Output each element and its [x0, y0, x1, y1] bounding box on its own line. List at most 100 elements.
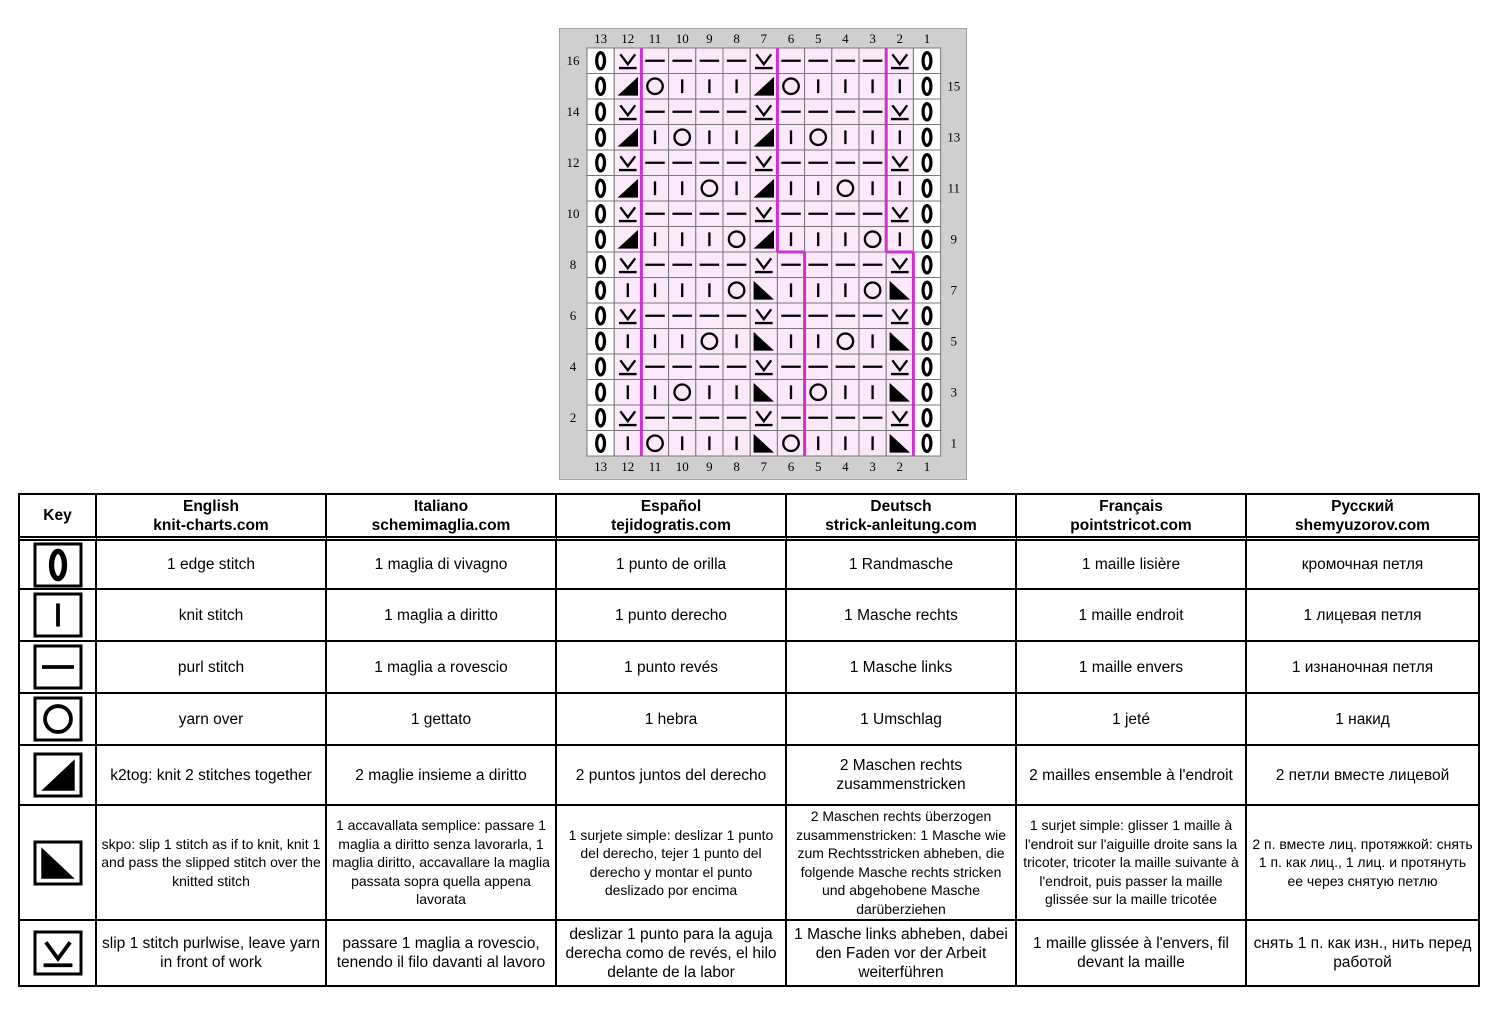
- key-description: 1 maille envers: [1017, 642, 1247, 694]
- chart-cell: [640, 73, 670, 100]
- edge-stitch-icon: [921, 152, 933, 173]
- col-number-top: 1: [924, 31, 931, 46]
- row-number-left: 4: [570, 359, 577, 374]
- chart-cell: [804, 124, 833, 151]
- slip-stitch-icon: [890, 206, 909, 223]
- key-description: 1 maille endroit: [1017, 590, 1247, 642]
- edge-stitch-icon: [595, 356, 607, 377]
- key-symbol-edge: [33, 542, 82, 587]
- yarn-over-icon: [809, 383, 828, 402]
- yarn-over-icon: [646, 77, 664, 96]
- key-symbol-yo: [33, 696, 82, 742]
- edge-stitch-icon: [595, 152, 607, 173]
- key-symbol-slip: [33, 930, 82, 976]
- chart-cell: [885, 353, 914, 380]
- key-symbol-cell: [20, 694, 97, 746]
- key-description: 1 hebra: [557, 694, 787, 746]
- key-description: 1 maglia di vivagno: [327, 541, 557, 590]
- key-description: passare 1 maglia a rovescio, tenendo il …: [327, 921, 557, 985]
- chart-cell: [722, 430, 751, 457]
- slip-stitch-icon: [754, 308, 773, 325]
- key-description: 1 Masche links abheben, dabei den Faden …: [787, 921, 1017, 985]
- chart-cell: [831, 328, 860, 355]
- key-description: 1 punto revés: [557, 642, 787, 694]
- col-number-bottom: 12: [621, 459, 634, 474]
- key-description: 1 Randmasche: [787, 541, 1017, 590]
- k2tog-icon: [617, 229, 639, 249]
- language-site: shemyuzorov.com: [1295, 516, 1430, 534]
- col-number-bottom: 7: [761, 459, 768, 474]
- row-number-left: 10: [567, 206, 580, 221]
- key-symbol-cell: [20, 541, 97, 590]
- yarn-over-icon: [809, 128, 828, 147]
- col-number-bottom: 6: [788, 459, 795, 474]
- col-number-bottom: 3: [869, 459, 876, 474]
- key-description: 1 edge stitch: [97, 541, 327, 590]
- col-number-top: 3: [869, 31, 876, 46]
- skpo-icon: [40, 846, 75, 879]
- edge-stitch-icon: [595, 101, 607, 122]
- chart-cell: [804, 379, 833, 406]
- chart-cell: [858, 226, 887, 253]
- slip-stitch-icon: [43, 941, 72, 968]
- chart-cell: [613, 353, 642, 380]
- col-number-top: 5: [815, 31, 822, 46]
- language-name: Italiano: [413, 497, 469, 515]
- edge-stitch-icon: [921, 331, 933, 352]
- key-description: 2 Maschen rechts zusammenstricken: [787, 746, 1017, 806]
- key-description: 1 surjete simple: deslizar 1 punto del d…: [557, 806, 787, 921]
- chart-cell: [722, 277, 751, 304]
- chart-cell: [749, 302, 778, 329]
- col-number-bottom: 13: [594, 459, 607, 474]
- key-description: 1 Umschlag: [787, 694, 1017, 746]
- key-symbol-purl: [33, 644, 82, 690]
- language-name: Español: [640, 497, 702, 515]
- language-name: Deutsch: [870, 497, 932, 515]
- key-description: 1 maglia a diritto: [327, 590, 557, 642]
- key-description: 1 punto derecho: [557, 590, 787, 642]
- slip-stitch-icon: [754, 410, 773, 427]
- key-description: yarn over: [97, 694, 327, 746]
- language-name: Русский: [1331, 497, 1394, 515]
- edge-stitch-icon: [48, 548, 67, 581]
- yarn-over-icon: [727, 281, 746, 300]
- language-site: pointstricot.com: [1070, 516, 1192, 534]
- key-description: 1 maille glissée à l'envers, fil devant …: [1017, 921, 1247, 985]
- language-site: tejidogratis.com: [611, 516, 731, 534]
- chart-cell: [613, 149, 642, 176]
- k2tog-icon: [753, 127, 775, 147]
- slip-stitch-icon: [754, 359, 773, 376]
- edge-stitch-icon: [595, 229, 607, 250]
- skpo-icon: [753, 331, 775, 351]
- chart-cell: [885, 98, 914, 125]
- key-description: 2 Maschen rechts überzogen zusammenstric…: [787, 806, 1017, 921]
- edge-stitch-icon: [921, 50, 933, 71]
- key-description: knit stitch: [97, 590, 327, 642]
- skpo-icon: [753, 382, 775, 402]
- key-description: 1 изнаночная петля: [1247, 642, 1478, 694]
- chart-cell: [885, 47, 914, 74]
- col-number-bottom: 11: [649, 459, 662, 474]
- col-number-top: 12: [621, 31, 634, 46]
- key-description: снять 1 п. как изн., нить перед работой: [1253, 935, 1472, 971]
- row-number-right: 9: [951, 232, 958, 247]
- chart-cell: [586, 404, 615, 431]
- language-site: schemimaglia.com: [371, 516, 511, 534]
- edge-stitch-icon: [921, 203, 933, 224]
- edge-stitch-icon: [595, 407, 607, 428]
- slip-stitch-icon: [890, 53, 909, 70]
- k2tog-icon: [617, 178, 639, 198]
- row-number-right: 7: [951, 283, 958, 298]
- key-description: 2 puntos juntos del derecho: [557, 746, 787, 806]
- k2tog-icon: [40, 759, 75, 791]
- edge-stitch-icon: [921, 305, 933, 326]
- key-description: skpo: slip 1 stitch as if to knit, knit …: [97, 806, 327, 921]
- chart-cell: [613, 47, 642, 74]
- key-corner-label: Key: [20, 495, 97, 541]
- k2tog-icon: [753, 178, 775, 198]
- k2tog-icon: [753, 229, 775, 249]
